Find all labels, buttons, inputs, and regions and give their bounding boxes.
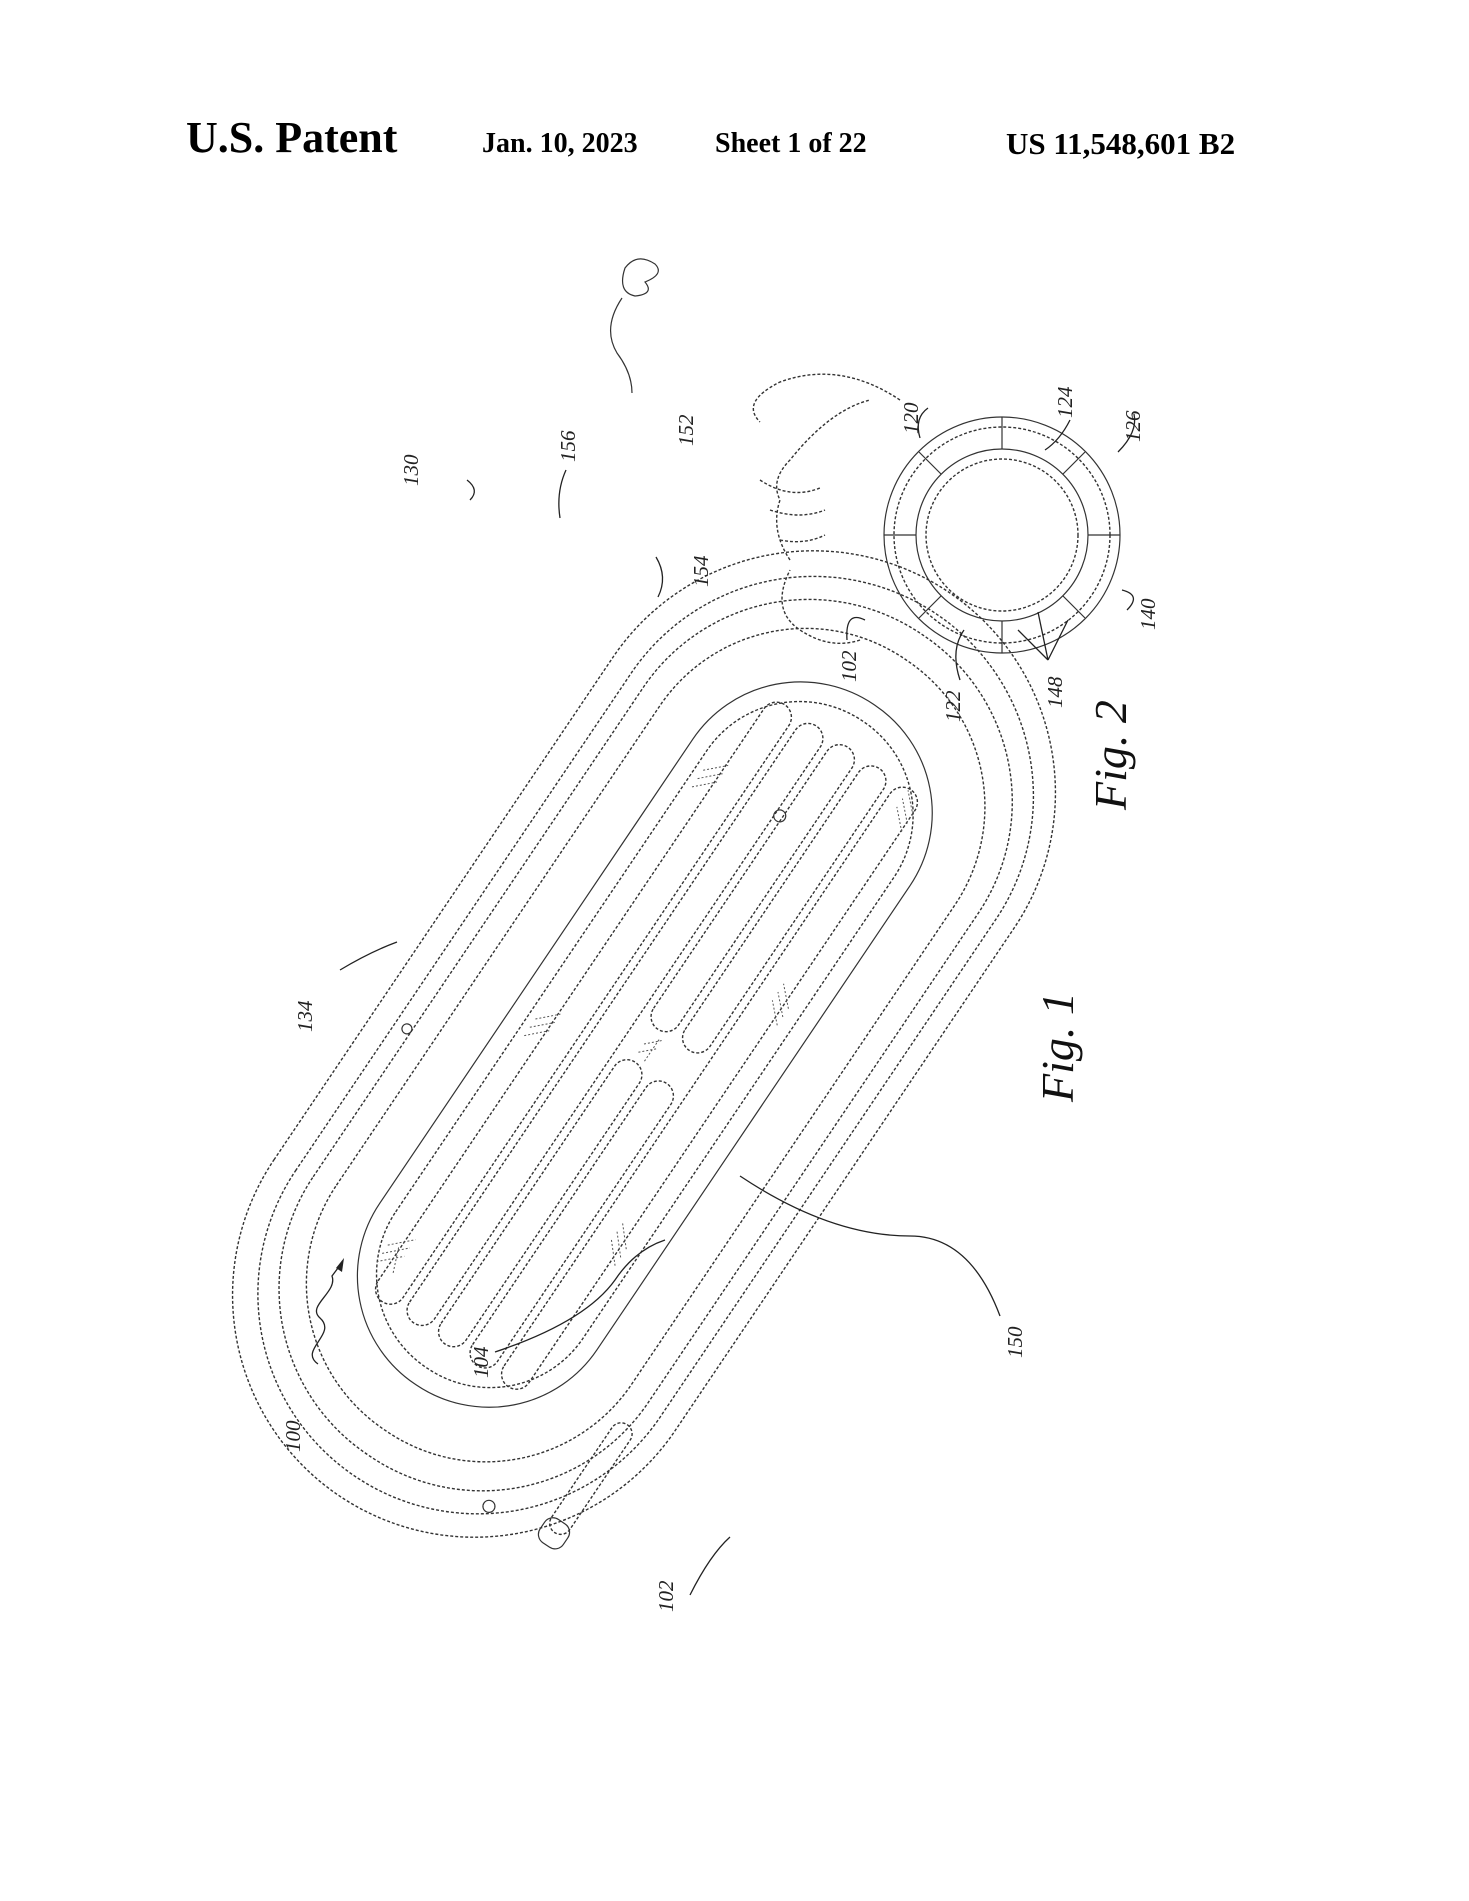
tether-152 xyxy=(610,297,633,394)
ref-156: 156 xyxy=(556,430,580,462)
ref-140: 140 xyxy=(1136,598,1160,630)
ref-150: 150 xyxy=(1003,1326,1027,1358)
leader-148 xyxy=(1017,611,1069,661)
inner-ring-122 xyxy=(915,448,1089,622)
leader-126 xyxy=(1117,413,1136,453)
leader-140 xyxy=(1121,589,1134,611)
float-ring-shading-1 xyxy=(278,598,1013,1492)
ref-148: 148 xyxy=(1043,676,1067,708)
leader-104 xyxy=(494,1239,666,1353)
strap-156 xyxy=(537,1517,571,1550)
mesh-tube xyxy=(681,765,887,1054)
float-ring-shading-2 xyxy=(305,627,986,1463)
mesh-bed xyxy=(374,701,919,1390)
ref-130: 130 xyxy=(399,454,423,486)
mesh-tube xyxy=(374,701,793,1305)
leader-156 xyxy=(558,469,567,519)
leader-150 xyxy=(739,1175,1001,1317)
fig1-refs: 100 102 104 130 134 150 152 154 156 xyxy=(281,414,1027,1612)
float-inner-edge xyxy=(356,681,933,1408)
leader-120 xyxy=(917,407,929,439)
tag-152 xyxy=(622,258,659,297)
mesh-tube xyxy=(650,743,856,1033)
mesh-tube xyxy=(437,1058,643,1348)
patent-date: Jan. 10, 2023 xyxy=(482,128,638,159)
ref-100: 100 xyxy=(281,1420,305,1452)
float-outer-ring xyxy=(257,575,1035,1515)
leader-102 xyxy=(689,1536,731,1596)
ref-102: 102 xyxy=(654,1580,678,1612)
fig2-label: Fig. 2 xyxy=(1085,700,1136,811)
handle-154 xyxy=(548,1422,633,1536)
fig1-label: Fig. 1 xyxy=(1032,992,1083,1103)
inner-liner xyxy=(925,458,1079,612)
ref-154: 154 xyxy=(689,555,713,587)
patent-title: U.S. Patent xyxy=(186,113,398,162)
valve-130 xyxy=(482,1499,496,1513)
mesh-tube xyxy=(406,722,824,1327)
ref-134: 134 xyxy=(293,1000,317,1032)
fig2-drawing xyxy=(752,373,1136,681)
ref-152: 152 xyxy=(674,414,698,446)
ref-124: 124 xyxy=(1053,386,1077,418)
fabric-flare xyxy=(752,373,901,561)
fig2-refs: 120 124 126 140 148 122 102 xyxy=(837,386,1160,722)
leader-130 xyxy=(466,479,475,501)
mesh-hatching xyxy=(376,764,914,1273)
ref-122: 122 xyxy=(941,690,965,722)
ref-100-arrow xyxy=(311,1267,339,1365)
leader-124 xyxy=(1044,419,1071,451)
valve-134 xyxy=(401,1023,413,1035)
mesh-tube xyxy=(500,786,919,1390)
fabric-folds xyxy=(759,479,826,543)
valve-150 xyxy=(773,809,787,823)
sheet-number: Sheet 1 of 22 xyxy=(715,128,867,159)
patent-number: US 11,548,601 B2 xyxy=(1006,126,1236,161)
ref-102-fig2: 102 xyxy=(837,650,861,682)
leader-134 xyxy=(339,941,398,971)
leader-102-fig2 xyxy=(846,616,866,641)
float-mesh-border xyxy=(375,700,914,1389)
arrowhead xyxy=(336,1258,344,1272)
leader-154 xyxy=(655,556,664,598)
baffles-148 xyxy=(884,417,1120,653)
ref-104: 104 xyxy=(469,1346,493,1378)
fabric-lower xyxy=(781,569,861,645)
ref-120: 120 xyxy=(899,402,923,434)
mesh-tube xyxy=(469,1080,675,1369)
ref-126: 126 xyxy=(1121,410,1145,442)
leader-122 xyxy=(955,629,965,681)
